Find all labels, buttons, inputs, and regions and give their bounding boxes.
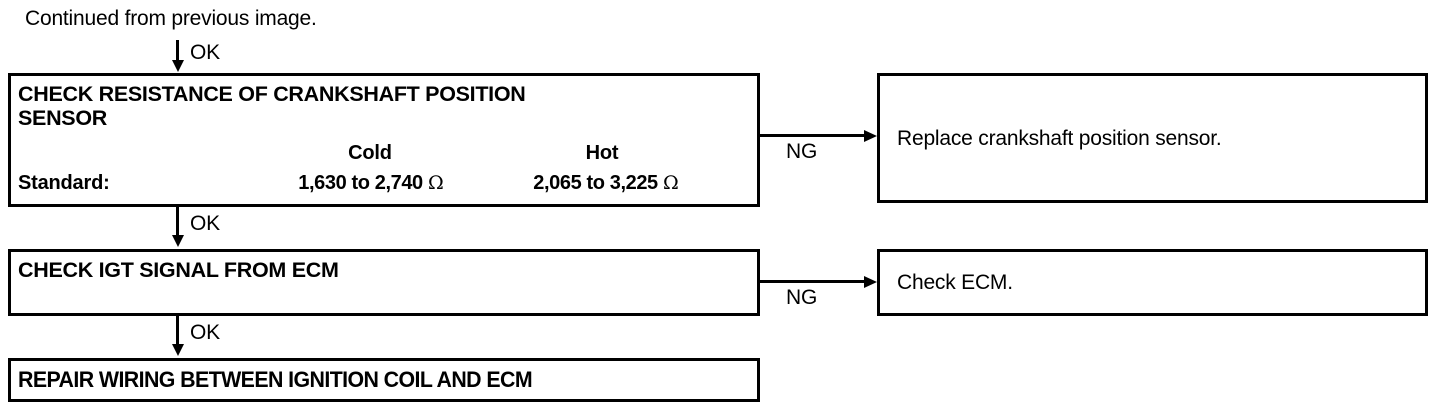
ng-arrow-head-1 bbox=[864, 129, 877, 142]
edge-label-ok-2: OK bbox=[190, 321, 220, 344]
node-check-igt-box[interactable] bbox=[8, 249, 760, 316]
ok-connector-line-1 bbox=[176, 207, 179, 238]
edge-label-ok-entry: OK bbox=[190, 41, 220, 64]
node-repair-wiring-title: REPAIR WIRING BETWEEN IGNITION COIL AND … bbox=[18, 367, 533, 392]
edge-label-ng-2: NG bbox=[786, 286, 818, 309]
ok-connector-line-2 bbox=[176, 316, 179, 347]
ohm-symbol-cold: Ω bbox=[427, 172, 444, 194]
entry-arrow-head bbox=[171, 60, 184, 72]
node-check-resistance-title: CHECK RESISTANCE OF CRANKSHAFT POSITION … bbox=[18, 82, 526, 130]
node-check-igt-title: CHECK IGT SIGNAL FROM ECM bbox=[18, 258, 339, 282]
node-check-ecm-box[interactable] bbox=[877, 249, 1428, 316]
spec-value-hot-number: 2,065 to 3,225 bbox=[533, 172, 663, 194]
spec-value-cold: 1,630 to 2,740 Ω bbox=[265, 172, 477, 195]
edge-label-ng-1: NG bbox=[786, 140, 818, 163]
entry-connector-line bbox=[176, 40, 179, 62]
spec-column-header-cold: Cold bbox=[348, 142, 392, 164]
spec-column-header-hot: Hot bbox=[585, 142, 619, 164]
spec-value-hot: 2,065 to 3,225 Ω bbox=[500, 172, 712, 195]
node-check-ecm-title: Check ECM. bbox=[897, 271, 1013, 294]
node-check-resistance-box[interactable] bbox=[8, 73, 760, 207]
continued-from-previous-note: Continued from previous image. bbox=[25, 7, 317, 30]
ohm-symbol-hot: Ω bbox=[662, 172, 679, 194]
spec-value-cold-number: 1,630 to 2,740 bbox=[298, 172, 428, 194]
ng-connector-line-2 bbox=[760, 280, 868, 283]
ok-arrow-head-2 bbox=[171, 344, 184, 356]
ng-connector-line-1 bbox=[760, 134, 868, 137]
edge-label-ok-1: OK bbox=[190, 212, 220, 235]
node-replace-sensor-box[interactable] bbox=[877, 73, 1428, 203]
ok-arrow-head-1 bbox=[171, 235, 184, 247]
spec-standard-label: Standard: bbox=[18, 172, 110, 194]
node-replace-sensor-title: Replace crankshaft position sensor. bbox=[897, 127, 1222, 150]
ng-arrow-head-2 bbox=[864, 275, 877, 288]
node-repair-wiring-box[interactable] bbox=[8, 358, 760, 402]
